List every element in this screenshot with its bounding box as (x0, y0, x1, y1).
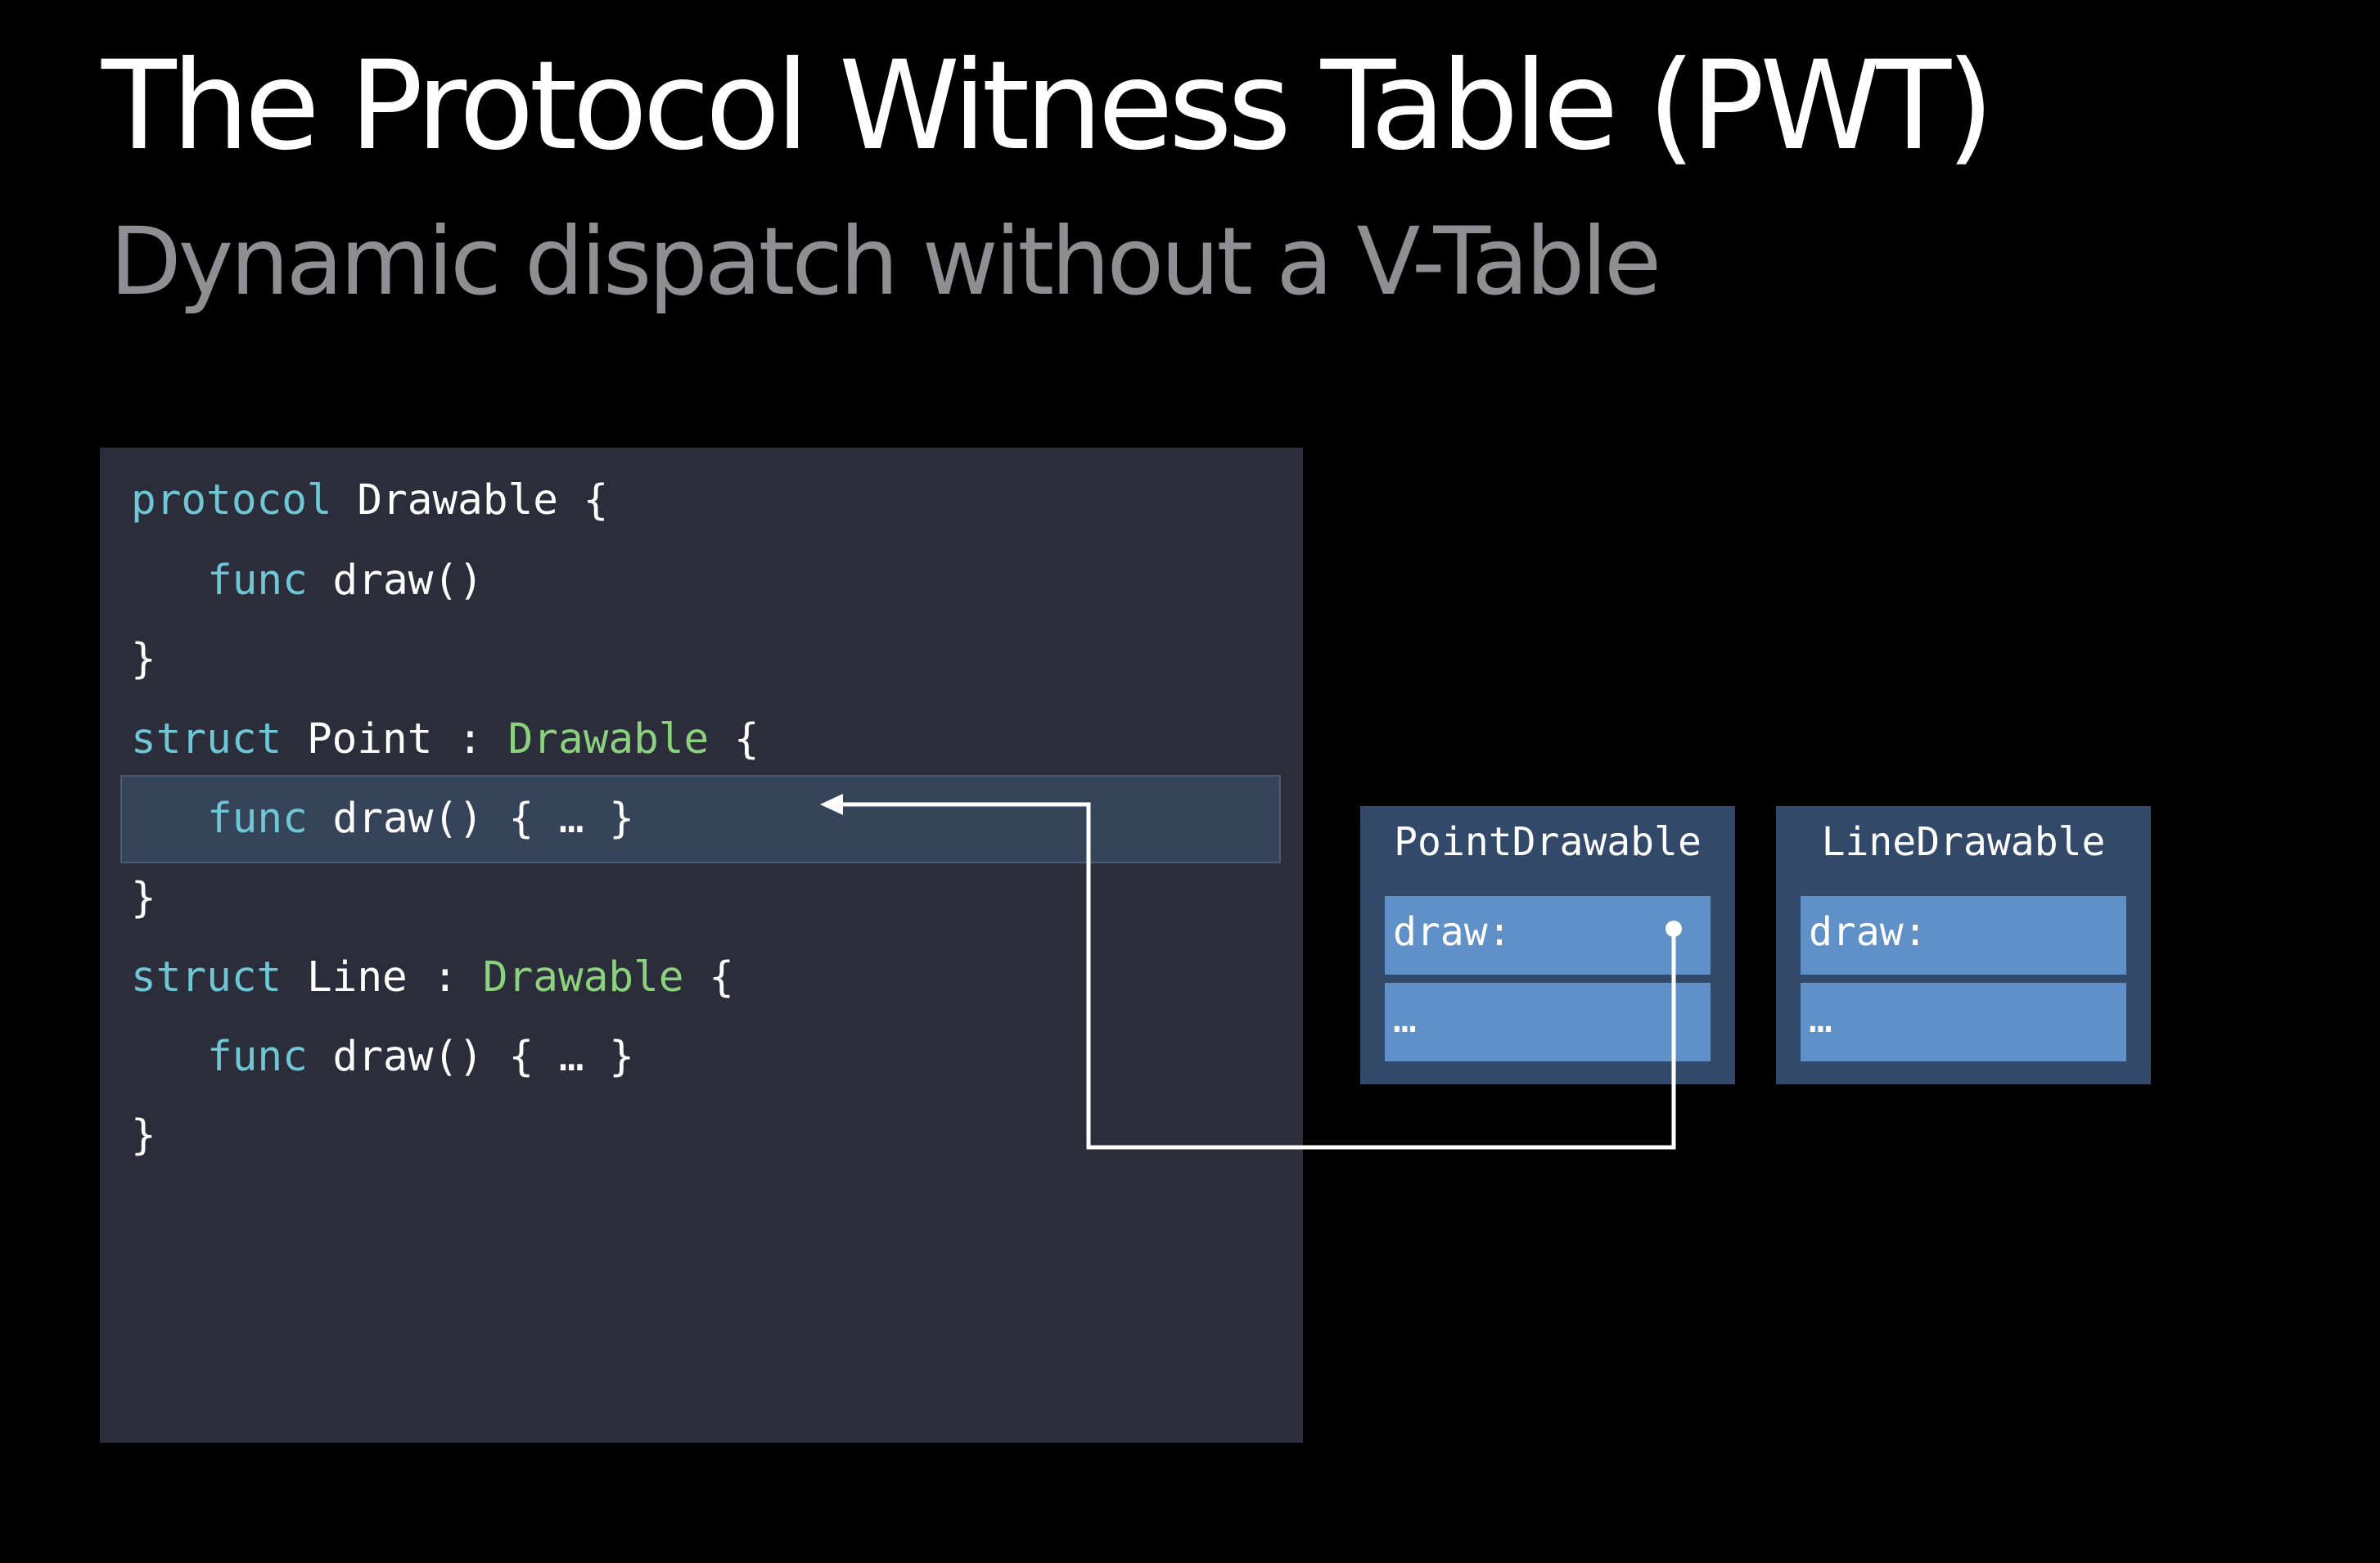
code-keyword: func (207, 1033, 308, 1081)
dispatch-arrowhead (820, 794, 843, 815)
code-line: func draw() (207, 556, 484, 606)
code-line: } (131, 635, 156, 684)
code-type: Drawable (507, 715, 710, 763)
code-line: func draw() { … } (207, 1033, 634, 1082)
code-text: } (131, 874, 156, 922)
dispatch-connector-line (843, 802, 1676, 1150)
witness-entry-label: … (1393, 996, 1417, 1042)
code-text: } (131, 635, 156, 683)
code-line: struct Line : Drawable { (131, 953, 734, 1002)
code-text: draw() { … } (307, 795, 634, 843)
slide-title: The Protocol Witness Table (PWT) (101, 35, 1995, 178)
code-line: } (131, 1111, 156, 1160)
code-text: draw() (307, 556, 484, 605)
slide-subtitle: Dynamic dispatch without a V-Table (110, 207, 1661, 316)
witness-table-entry: draw: (1385, 896, 1711, 975)
code-line: struct Point : Drawable { (131, 715, 760, 764)
witness-table-title: PointDrawable (1394, 819, 1702, 865)
code-line: func draw() { … } (207, 795, 634, 844)
witness-table-entry: … (1385, 983, 1711, 1061)
code-text: draw() { … } (307, 1033, 634, 1081)
code-text: { (683, 953, 734, 1002)
code-text: Line : (282, 953, 483, 1002)
witness-entry-label: draw: (1393, 909, 1512, 955)
code-text: Drawable { (331, 476, 609, 525)
witness-entry-label: draw: (1809, 909, 1927, 955)
witness-table-title: LineDrawable (1821, 819, 2106, 865)
code-keyword: struct (131, 953, 282, 1002)
witness-table-entry: … (1801, 983, 2126, 1061)
code-keyword: protocol (131, 476, 332, 525)
code-line: } (131, 874, 156, 923)
code-keyword: func (207, 795, 308, 843)
code-text: } (131, 1111, 156, 1160)
code-panel (100, 448, 1303, 1443)
code-keyword: struct (131, 715, 282, 763)
code-type: Drawable (482, 953, 684, 1002)
code-line: protocol Drawable { (131, 476, 608, 525)
witness-table-line: LineDrawable draw: … (1776, 806, 2151, 1084)
witness-table-entry: draw: (1801, 896, 2126, 975)
witness-entry-label: … (1809, 996, 1832, 1042)
code-text: { (709, 715, 760, 763)
code-keyword: func (207, 556, 308, 605)
code-text: Point : (282, 715, 508, 763)
dispatch-origin-dot (1666, 921, 1682, 937)
